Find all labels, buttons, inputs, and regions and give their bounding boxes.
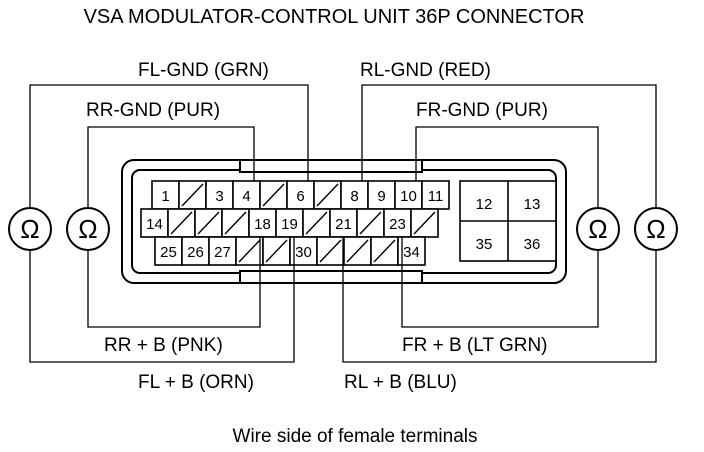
wire-rl-gnd: [361, 84, 657, 208]
ohm-icon: Ω: [20, 214, 39, 244]
empty-pin-slash: [413, 211, 436, 235]
ohm-icon: Ω: [588, 214, 607, 244]
ohmmeter-fr-circle: Ω: [576, 207, 620, 251]
pin-label-3: 3: [215, 188, 223, 205]
empty-pin-slash: [262, 183, 285, 207]
label-fl-b: FL + B (ORN): [138, 372, 254, 393]
pin-label-13: 13: [524, 196, 541, 213]
empty-pin-slash: [359, 211, 382, 235]
wiring: [29, 84, 657, 363]
wire-rl-b: [342, 237, 657, 363]
empty-pin-slash: [265, 239, 288, 263]
pin-cell-14: [140, 208, 169, 238]
empty-pin-slash: [316, 183, 339, 207]
label-fr-b: FR + B (LT GRN): [402, 335, 548, 356]
empty-pin-slash: [197, 211, 220, 235]
empty-pin-slash: [238, 239, 261, 263]
pin-label-4: 4: [242, 188, 250, 205]
wire-fr-gnd: [415, 126, 599, 208]
pin-label-14: 14: [146, 216, 163, 233]
label-rr-gnd: RR-GND (PUR): [86, 100, 220, 121]
pin-label-18: 18: [254, 216, 271, 233]
pin-label-26: 26: [187, 244, 204, 261]
pin-label-25: 25: [160, 244, 177, 261]
diagram-title: VSA MODULATOR-CONTROL UNIT 36P CONNECTOR: [84, 6, 585, 28]
ohmmeter-fl-circle: Ω: [634, 207, 678, 251]
ohmmeter-rr-circle: Ω: [66, 207, 110, 251]
label-rl-gnd: RL-GND (RED): [360, 60, 491, 81]
pin-label-30: 30: [295, 244, 312, 261]
pin-label-35: 35: [476, 236, 493, 253]
ohmmeter-rl-circle: Ω: [8, 207, 52, 251]
pin-label-34: 34: [403, 244, 420, 261]
pin-label-11: 11: [428, 188, 444, 205]
pin-label-36: 36: [524, 236, 541, 253]
pin-label-12: 12: [476, 196, 493, 213]
diagram-caption: Wire side of female terminals: [233, 426, 478, 447]
pin-cell-11: [421, 180, 450, 210]
empty-pin-slash: [373, 239, 396, 263]
label-fl-gnd: FL-GND (GRN): [138, 60, 269, 81]
label-fr-gnd: FR-GND (PUR): [416, 100, 548, 121]
empty-pin-slash: [346, 239, 369, 263]
wire-fr-b: [401, 237, 599, 328]
pin-label-8: 8: [350, 188, 358, 205]
pin-label-21: 21: [335, 216, 352, 233]
label-rl-b: RL + B (BLU): [344, 372, 457, 393]
empty-pin-slash: [181, 183, 204, 207]
ohm-icon: Ω: [646, 214, 665, 244]
wire-rr-b: [87, 237, 261, 328]
pin-cell-26: [181, 236, 210, 266]
empty-pin-slash: [170, 211, 193, 235]
empty-pin-slash: [224, 211, 247, 235]
pin-label-1: 1: [161, 188, 169, 205]
pin-label-10: 10: [400, 188, 417, 205]
pin-label-23: 23: [389, 216, 406, 233]
ohm-icon: Ω: [78, 214, 97, 244]
label-rr-b: RR + B (PNK): [104, 335, 223, 356]
pin-label-6: 6: [296, 188, 304, 205]
pin-label-27: 27: [214, 244, 231, 261]
wire-fl-b: [29, 237, 295, 363]
pin-cell-18: [248, 208, 277, 238]
pin-label-19: 19: [281, 216, 298, 233]
wire-rr-gnd: [87, 126, 255, 208]
pin-label-9: 9: [377, 188, 385, 205]
pin-cell-1: [151, 180, 180, 210]
empty-pin-slash: [319, 239, 342, 263]
empty-pin-slash: [305, 211, 328, 235]
wire-fl-gnd: [29, 84, 309, 208]
large-terminal-block: [459, 180, 557, 262]
